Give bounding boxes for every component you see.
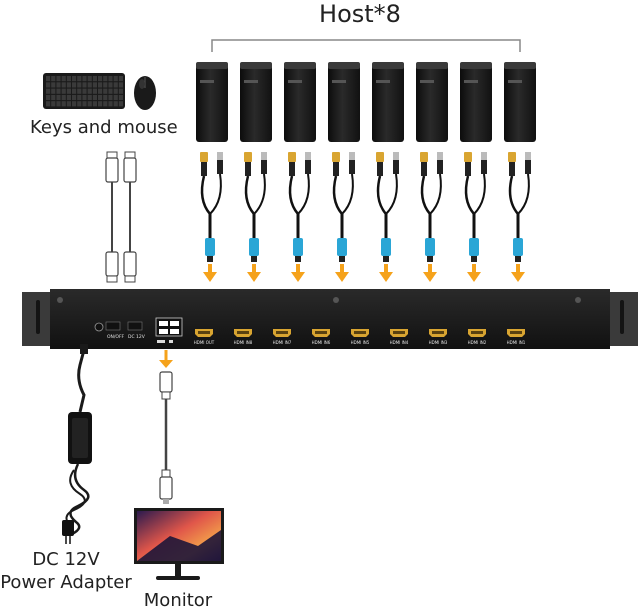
host-cable	[508, 152, 531, 262]
host-group-bracket	[211, 39, 521, 52]
monitor-icon	[134, 508, 224, 580]
power-switch: ON/OFF	[94, 321, 125, 340]
monitor-cable	[159, 350, 173, 504]
down-arrow-icon	[423, 264, 437, 282]
keys-mouse-label: Keys and mouse	[30, 117, 178, 138]
keyboard-icon	[43, 73, 125, 109]
hdmi-port-label: HDMI OUT	[194, 340, 215, 345]
hdmi-port: HDMI IN2	[468, 329, 487, 345]
kvm-rack-unit	[22, 289, 638, 349]
hdmi-plug-bottom	[159, 469, 173, 504]
host-cable	[420, 152, 443, 262]
hdmi-port-row: HDMI OUT HDMI IN8 HDMI IN7 HDMI IN6 HDMI IN5…	[194, 329, 526, 345]
host-pc-icon	[372, 62, 404, 142]
down-arrow-icon	[247, 264, 261, 282]
usb-cable	[123, 151, 137, 283]
hosts-group	[196, 62, 536, 142]
down-arrow-icon	[291, 264, 305, 282]
down-arrow-icon	[379, 264, 393, 282]
hdmi-port: HDMI IN8	[234, 329, 253, 345]
hdmi-port-label: HDMI IN6	[312, 340, 331, 345]
hdmi-port-label: HDMI IN3	[429, 340, 448, 345]
host-cable	[200, 152, 223, 262]
hdmi-plug-top	[159, 371, 173, 400]
hdmi-port: HDMI IN1	[507, 329, 526, 345]
host-pc-icon	[196, 62, 228, 142]
hdmi-port-label: HDMI IN4	[390, 340, 409, 345]
power-label-line2: Power Adapter	[0, 572, 132, 593]
hdmi-port: HDMI OUT	[194, 329, 215, 345]
down-arrow-icon	[511, 264, 525, 282]
host-cable	[288, 152, 311, 262]
switch-label: ON/OFF	[107, 334, 125, 340]
host-pc-icon	[460, 62, 492, 142]
host-cable	[464, 152, 487, 262]
usb-console-ports	[155, 317, 183, 343]
host-pc-icon	[284, 62, 316, 142]
monitor-label: Monitor	[143, 590, 213, 611]
host-pc-icon	[416, 62, 448, 142]
mouse-icon	[134, 76, 156, 110]
hdmi-port-label: HDMI IN8	[234, 340, 253, 345]
dc-jack: DC 12V	[127, 321, 146, 340]
hdmi-port-label: HDMI IN5	[351, 340, 370, 345]
host-pc-icon	[328, 62, 360, 142]
down-arrow-icon	[335, 264, 349, 282]
dc-label: DC 12V	[128, 334, 146, 340]
hdmi-port: HDMI IN3	[429, 329, 448, 345]
hdmi-port: HDMI IN4	[390, 329, 409, 345]
host-cables-group	[200, 152, 531, 282]
host-pc-icon	[504, 62, 536, 142]
host-pc-icon	[240, 62, 272, 142]
host-count-label: Host*8	[319, 0, 401, 28]
down-arrow-icon	[203, 264, 217, 282]
host-cable	[376, 152, 399, 262]
hdmi-port: HDMI IN6	[312, 329, 331, 345]
hdmi-port-label: HDMI IN2	[468, 340, 487, 345]
hdmi-port: HDMI IN7	[273, 329, 292, 345]
host-cable	[244, 152, 267, 262]
hdmi-port-label: HDMI IN1	[507, 340, 526, 345]
power-label-line1: DC 12V	[32, 549, 100, 570]
host-cable	[332, 152, 355, 262]
power-adapter-label: DC 12V Power Adapter	[0, 548, 132, 594]
power-adapter-icon	[62, 344, 92, 544]
keyboard-mouse-cables	[105, 151, 137, 283]
hdmi-port-label: HDMI IN7	[273, 340, 292, 345]
down-arrow-icon	[467, 264, 481, 282]
hdmi-port: HDMI IN5	[351, 329, 370, 345]
usb-cable	[105, 151, 119, 283]
